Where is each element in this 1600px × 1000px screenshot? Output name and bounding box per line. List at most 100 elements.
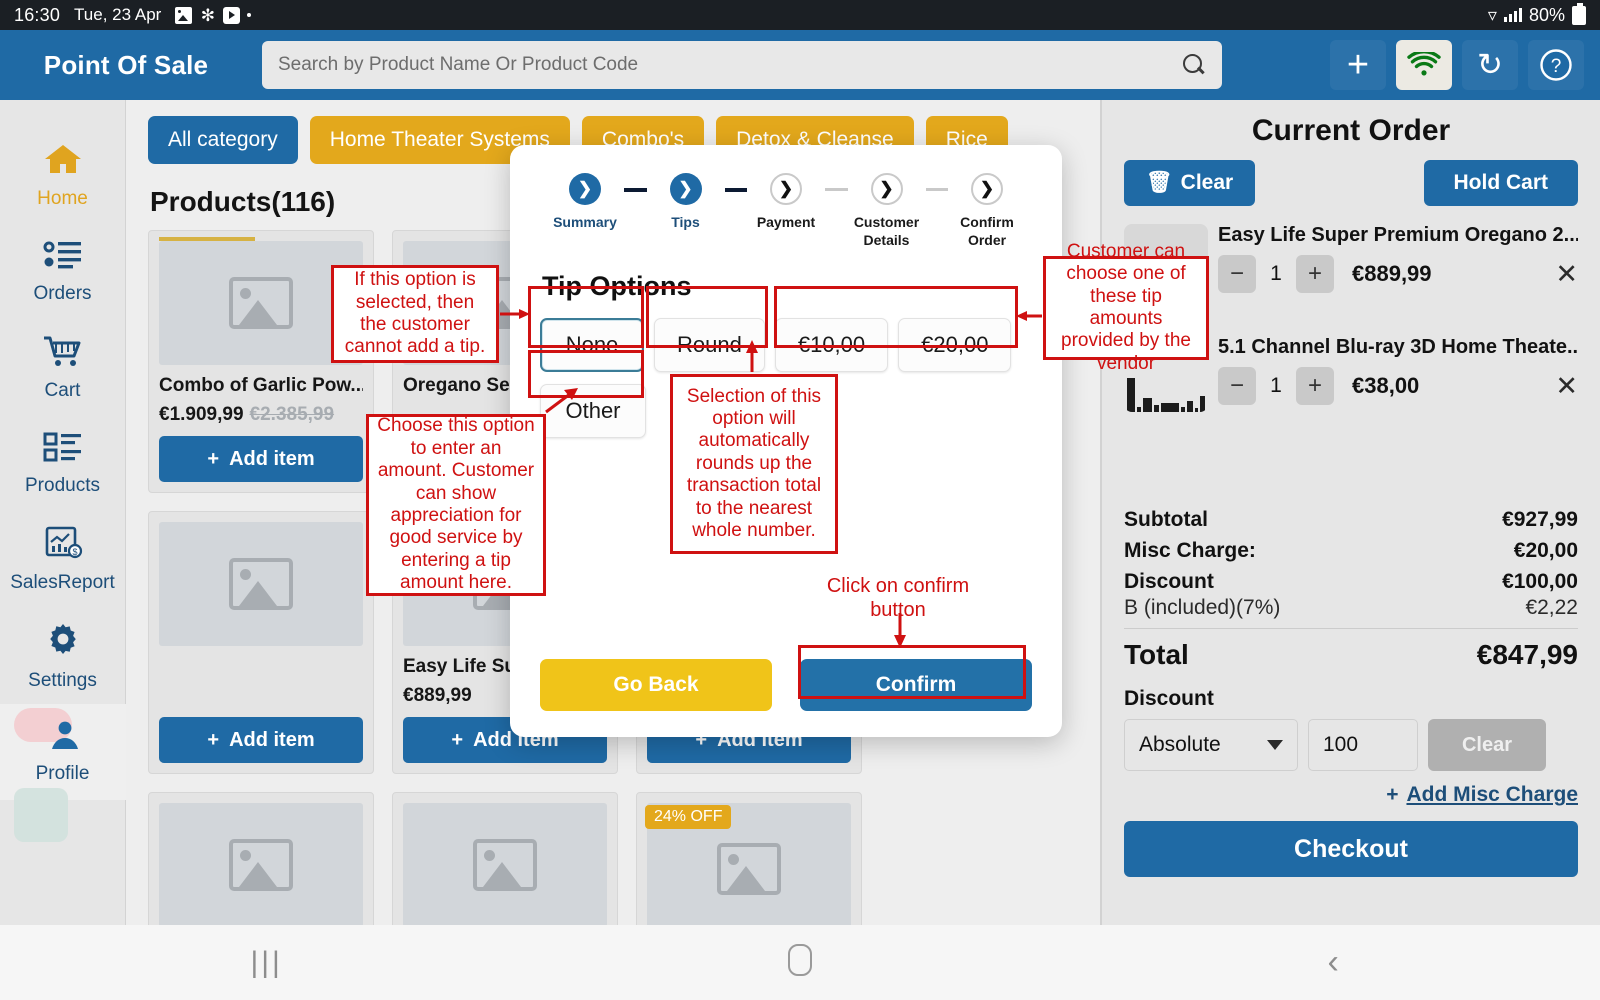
sync-icon[interactable]: ↻ <box>1462 40 1518 90</box>
tax-label: B (included)(7%) <box>1124 596 1281 619</box>
status-clock: 16:30 <box>14 4 61 25</box>
sidebar-item-profile[interactable]: Profile <box>0 704 126 842</box>
sidebar-nav: Home Orders <box>0 100 126 925</box>
home-pill-icon[interactable] <box>533 944 1066 981</box>
step-summary-label: Summary <box>553 214 617 230</box>
add-item-button[interactable]: +Add item <box>159 717 363 763</box>
discount-type-select[interactable]: Absolute <box>1124 719 1298 771</box>
go-back-button[interactable]: Go Back <box>540 659 772 711</box>
discount-total-label: Discount <box>1124 570 1214 593</box>
step-confirm-order[interactable]: ❯ Confirm Order <box>948 173 1026 249</box>
discount-clear-button[interactable]: Clear <box>1428 719 1546 771</box>
tax-value: €2,22 <box>1525 596 1578 619</box>
annotation-none: If this option is selected, then the cus… <box>331 265 499 363</box>
product-image <box>159 803 363 925</box>
order-totals: Subtotal €927,99 Misc Charge: €20,00 Dis… <box>1124 508 1578 671</box>
add-misc-charge-link[interactable]: + Add Misc Charge <box>1124 783 1578 807</box>
sidebar-item-profile-label: Profile <box>35 763 90 784</box>
header-actions: + ↻ ☉ ? <box>1330 40 1584 90</box>
help-icon[interactable]: ☉ ? <box>1528 40 1584 90</box>
sidebar-item-products[interactable]: Products <box>0 416 126 512</box>
tip-options-modal: ❯ Summary ❯ Tips ❯ Payment ❯ Customer De… <box>510 145 1062 737</box>
decrement-qty-button[interactable]: − <box>1218 255 1256 293</box>
sidebar-item-settings[interactable]: Settings <box>0 608 126 704</box>
highlight-tip-round <box>646 286 768 348</box>
search-bar[interactable] <box>262 41 1222 89</box>
step-customer-details[interactable]: ❯ Customer Details <box>848 173 926 249</box>
discount-amount-input[interactable]: 100 <box>1308 719 1418 771</box>
wifi-status-icon[interactable] <box>1396 40 1452 90</box>
product-card[interactable]: +Add item <box>148 792 374 925</box>
remove-item-icon[interactable]: ✕ <box>1555 258 1578 289</box>
misc-charge-value: €20,00 <box>1513 539 1578 562</box>
discount-row: Discount €100,00 <box>1124 570 1578 594</box>
step-tips[interactable]: ❯ Tips <box>647 173 725 232</box>
checkout-button[interactable]: Checkout <box>1124 821 1578 877</box>
increment-qty-button[interactable]: + <box>1296 255 1334 293</box>
highlight-tip-other <box>528 350 644 398</box>
remove-item-icon[interactable]: ✕ <box>1555 370 1578 401</box>
product-card[interactable]: +Add item <box>392 792 618 925</box>
back-icon[interactable]: ‹ <box>1327 943 1339 981</box>
subtotal-row: Subtotal €927,99 <box>1124 508 1578 532</box>
confirm-button[interactable]: Confirm <box>800 659 1032 711</box>
sidebar-item-orders[interactable]: Orders <box>0 224 126 320</box>
step-confirm-order-label: Confirm Order <box>960 214 1014 248</box>
svg-text:?: ? <box>1551 56 1562 77</box>
sidebar-item-home-label: Home <box>37 188 88 209</box>
product-card[interactable]: +Add item <box>148 511 374 774</box>
placeholder-image-icon <box>229 558 293 610</box>
product-price: €1.909,99€2.385,99 <box>159 404 363 426</box>
discount-badge: 24% OFF <box>645 805 732 829</box>
status-notification-icons: ✻ <box>175 6 252 24</box>
add-item-label: Add item <box>229 447 315 470</box>
highlight-tip-amounts <box>774 286 1018 348</box>
recents-icon[interactable]: ||| <box>250 945 283 979</box>
chevron-down-icon <box>1267 740 1283 750</box>
hold-cart-button[interactable]: Hold Cart <box>1423 160 1578 206</box>
highlight-tip-none <box>528 286 644 348</box>
step-payment-label: Payment <box>756 214 816 230</box>
add-item-button[interactable]: +Add item <box>159 436 363 482</box>
sidebar-item-cart[interactable]: Cart <box>0 320 126 416</box>
order-item-name: Easy Life Super Premium Oregano 2... <box>1218 224 1578 246</box>
order-item-controls: − 1 + €38,00 ✕ <box>1218 367 1578 405</box>
placeholder-image-icon <box>717 843 781 895</box>
annotation-round: Selection of this option will automatica… <box>670 374 838 554</box>
step-summary[interactable]: ❯ Summary <box>546 173 624 232</box>
step-tips-label: Tips <box>671 214 700 230</box>
android-nav-bar: ||| ‹ <box>0 925 1600 1000</box>
category-tab-all[interactable]: All category <box>148 116 298 164</box>
sidebar-item-orders-label: Orders <box>33 283 92 304</box>
decrement-qty-button[interactable]: − <box>1218 367 1256 405</box>
product-price <box>159 685 363 707</box>
clear-cart-button[interactable]: 🗑 Clear <box>1124 160 1256 206</box>
play-icon <box>223 6 241 24</box>
sidebar-item-settings-label: Settings <box>28 670 97 691</box>
annotation-other: Choose this option to enter an amount. C… <box>366 414 546 596</box>
step-connector <box>624 188 647 192</box>
chevron-right-icon: ❯ <box>669 173 702 205</box>
sidebar-item-salesreport[interactable]: $ SalesReport <box>0 512 126 608</box>
sidebar-item-home[interactable]: Home <box>0 128 126 224</box>
product-name: Combo of Garlic Pow... <box>159 375 363 396</box>
plus-icon: + <box>695 728 708 751</box>
sidebar-item-cart-label: Cart <box>44 380 81 401</box>
product-card[interactable]: 24% OFF <box>636 792 862 925</box>
order-item-price: €38,00 <box>1352 373 1420 398</box>
chevron-right-icon: ❯ <box>569 173 601 205</box>
chevron-right-icon: ❯ <box>870 173 903 205</box>
search-icon[interactable] <box>1182 53 1206 77</box>
search-input[interactable] <box>278 54 1182 76</box>
highlight-confirm-button <box>798 645 1026 699</box>
dot-icon <box>247 13 252 17</box>
add-item-label: Add item <box>229 728 315 751</box>
step-payment[interactable]: ❯ Payment <box>747 173 825 232</box>
home-theater-image <box>1127 376 1205 412</box>
misc-charge-row: Misc Charge: €20,00 <box>1124 539 1578 563</box>
total-row: Total €847,99 <box>1124 639 1578 671</box>
increment-qty-button[interactable]: + <box>1296 367 1334 405</box>
annotation-amounts: Customer can choose one of these tip amo… <box>1043 241 1209 374</box>
add-icon[interactable]: + <box>1330 40 1386 90</box>
